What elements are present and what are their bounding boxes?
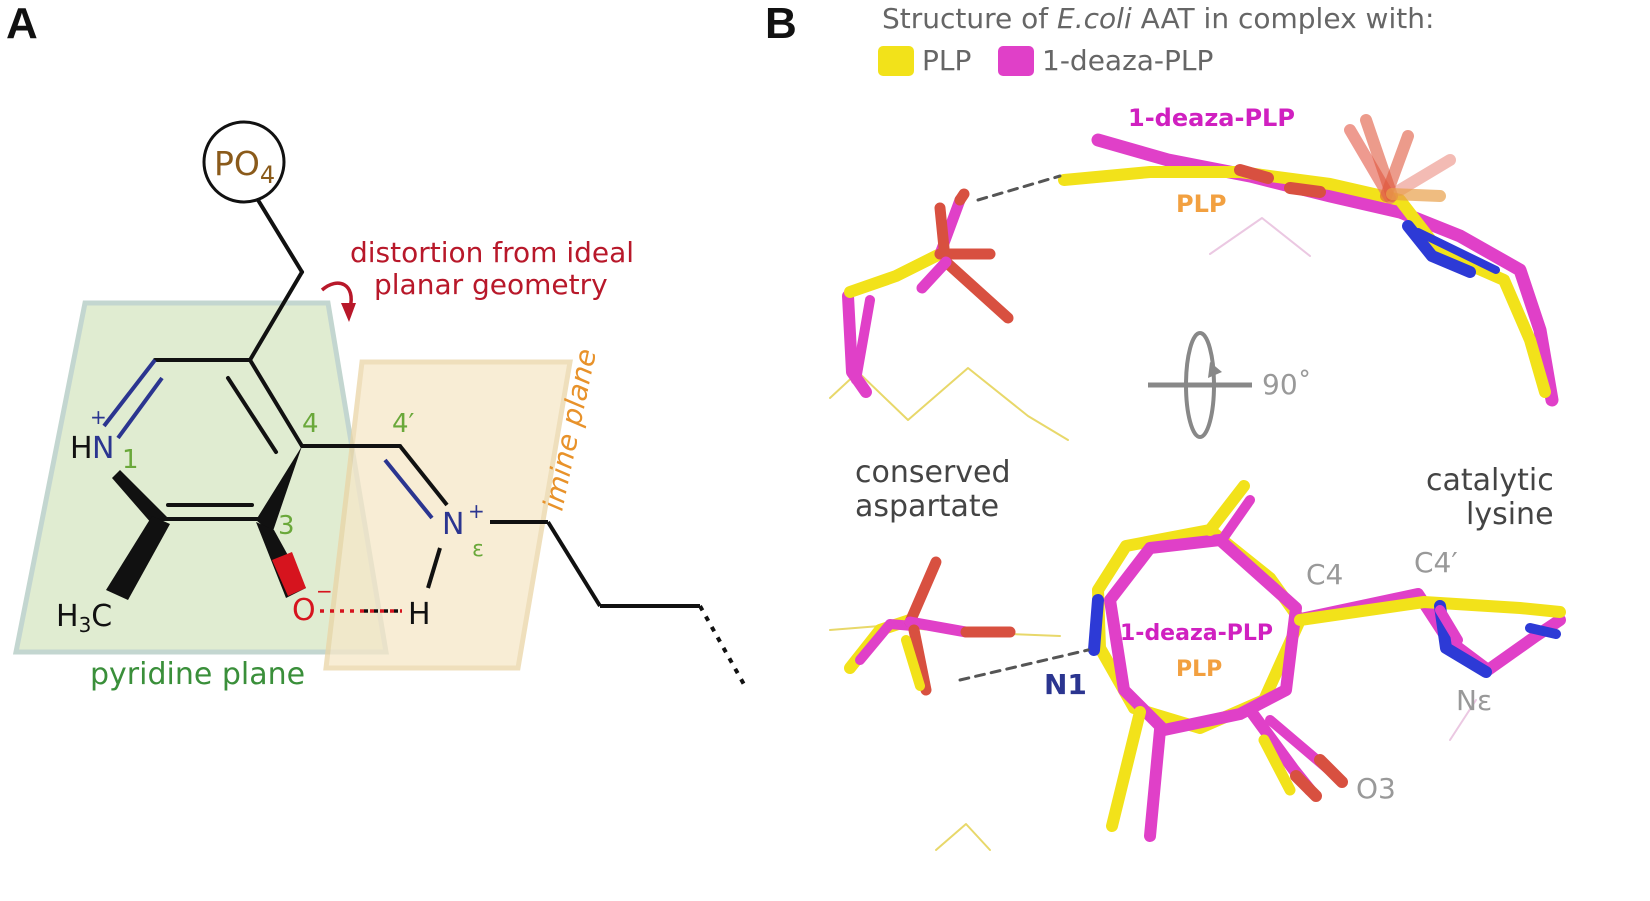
rotation-label: 90˚: [1262, 368, 1312, 401]
atom-label-n1: N1: [1044, 668, 1087, 701]
phosphate-circle: [202, 120, 286, 204]
imine-bonds: [383, 444, 748, 689]
conserved-aspartate-1: conserved: [855, 455, 1011, 490]
distortion-arrowhead: [341, 303, 356, 322]
n1-n-label: N: [92, 431, 114, 466]
panel-a-letter: A: [6, 0, 38, 48]
c-number-4: 4: [302, 409, 319, 439]
catalytic-lysine-2: lysine: [1466, 497, 1554, 532]
c-number-4prime: 4′: [392, 409, 415, 439]
legend-plp-swatch: [878, 46, 914, 76]
bottom-plp-label: PLP: [1176, 657, 1222, 682]
atom-label-c4: C4: [1306, 558, 1343, 591]
atom-label-c4prime: C4′: [1414, 546, 1458, 579]
bottom-deaza-label: 1-deaza-PLP: [1120, 621, 1273, 646]
distortion-text-2: planar geometry: [374, 268, 608, 301]
wedge-c2-methyl: [106, 516, 170, 600]
o-charge: −: [316, 579, 333, 603]
rotation-icon: [1148, 331, 1252, 439]
atom-label-nepsilon: Nε: [1456, 684, 1492, 717]
conserved-aspartate-2: aspartate: [855, 489, 999, 524]
ne-n-label: N: [442, 507, 464, 542]
legend-plp-label: PLP: [922, 44, 971, 77]
c-number-3: 3: [278, 511, 295, 541]
legend-deaza-swatch: [998, 46, 1034, 76]
methyl-label: H3C: [56, 599, 112, 637]
wedge-n1-c2: [112, 470, 168, 524]
distortion-text-1: distortion from ideal: [350, 236, 634, 269]
top-deaza-label: 1-deaza-PLP: [1128, 104, 1295, 132]
atom-label-o3: O3: [1356, 772, 1396, 805]
top-plp-label: PLP: [1176, 190, 1226, 218]
pyridine-skeleton: [153, 198, 402, 521]
bottom-structure: [829, 480, 1566, 851]
imine-plane-shape: [323, 359, 573, 671]
catalytic-lysine-1: catalytic: [1426, 463, 1554, 498]
ne-charge: +: [468, 499, 485, 523]
panel-b-letter: B: [765, 0, 797, 48]
top-structure: [829, 114, 1559, 441]
phosphate-label: PO4: [214, 144, 275, 189]
legend-deaza-label: 1-deaza-PLP: [1042, 44, 1213, 77]
c-number-1: 1: [122, 445, 139, 475]
panel-b-title: Structure of E.coli AAT in complex with:: [882, 2, 1434, 35]
h-atom-label: H: [408, 597, 431, 632]
wedge-c3-c4: [256, 446, 302, 534]
ne-epsilon: ε: [472, 537, 484, 562]
pyridine-plane-label: pyridine plane: [90, 657, 305, 692]
pyridine-n-bonds: [102, 358, 164, 440]
o-atom-label: O: [292, 593, 316, 628]
distortion-arrow: [320, 281, 353, 309]
n1-h-label: H: [70, 431, 93, 466]
n1-charge: +: [90, 405, 107, 429]
wedge-oxygen-red: [272, 552, 306, 596]
